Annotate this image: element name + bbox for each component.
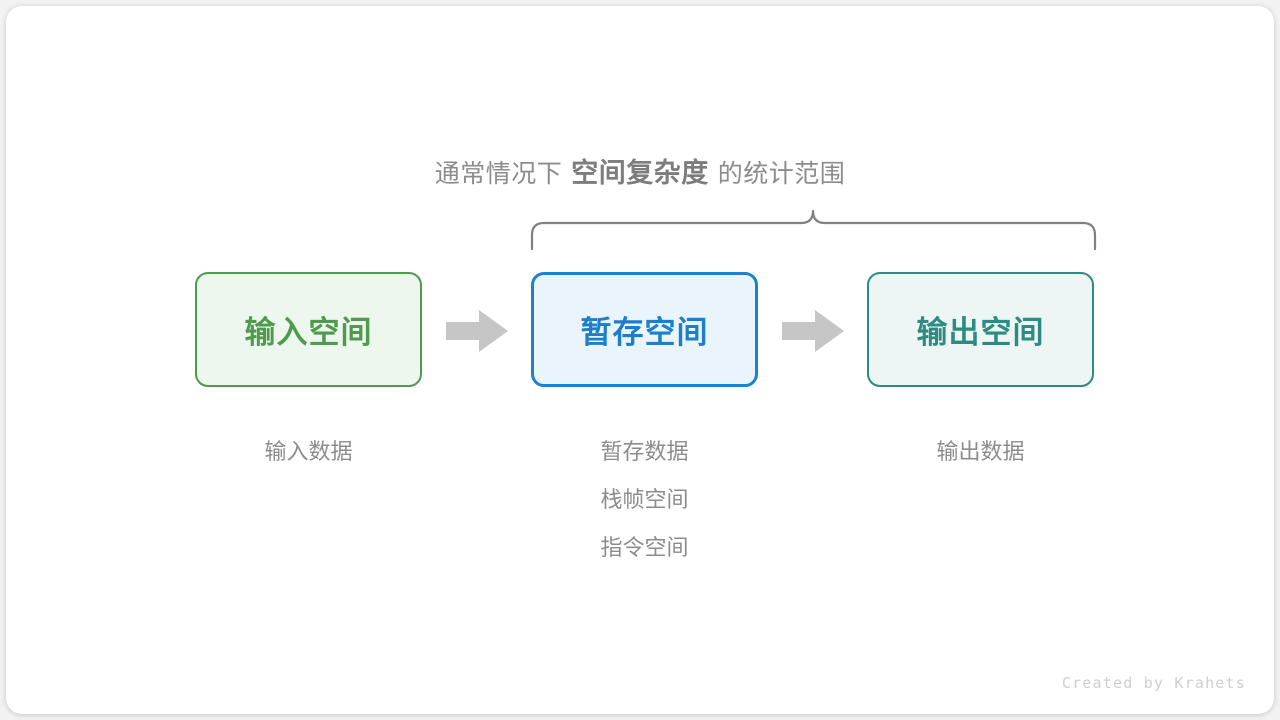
caption-prefix: 通常情况下: [434, 160, 563, 188]
box-output-space[interactable]: 输出空间: [867, 272, 1094, 387]
box-input-space-label: 输入空间: [244, 315, 373, 350]
label-item: 输出数据: [936, 439, 1025, 464]
box-temp-space[interactable]: 暂存空间: [531, 272, 758, 387]
box-output-space-label: 输出空间: [916, 315, 1045, 350]
box-temp-space-label: 暂存空间: [580, 315, 709, 350]
label-item: 栈帧空间: [600, 487, 689, 512]
label-item: 指令空间: [600, 535, 689, 560]
brace-caption: 通常情况下空间复杂度的统计范围: [6, 154, 1274, 193]
credit-text: Created by Krahets: [1061, 674, 1246, 692]
diagram-card: 通常情况下空间复杂度的统计范围 输入空间 暂存空间 输出空间 输入数据 暂存数据: [6, 6, 1274, 714]
arrow-right-icon-2: [782, 310, 844, 352]
column-labels-temp: 暂存数据 栈帧空间 指令空间: [531, 428, 758, 572]
label-item: 输入数据: [264, 439, 353, 464]
arrow-right-icon-1: [446, 310, 508, 352]
caption-emphasis: 空间复杂度: [571, 158, 709, 188]
label-item: 暂存数据: [600, 439, 689, 464]
column-labels-output: 输出数据: [867, 428, 1094, 476]
box-input-space[interactable]: 输入空间: [195, 272, 422, 387]
caption-suffix: 的统计范围: [717, 160, 846, 188]
column-labels-input: 输入数据: [195, 428, 422, 476]
curly-brace-icon: [530, 209, 1097, 251]
